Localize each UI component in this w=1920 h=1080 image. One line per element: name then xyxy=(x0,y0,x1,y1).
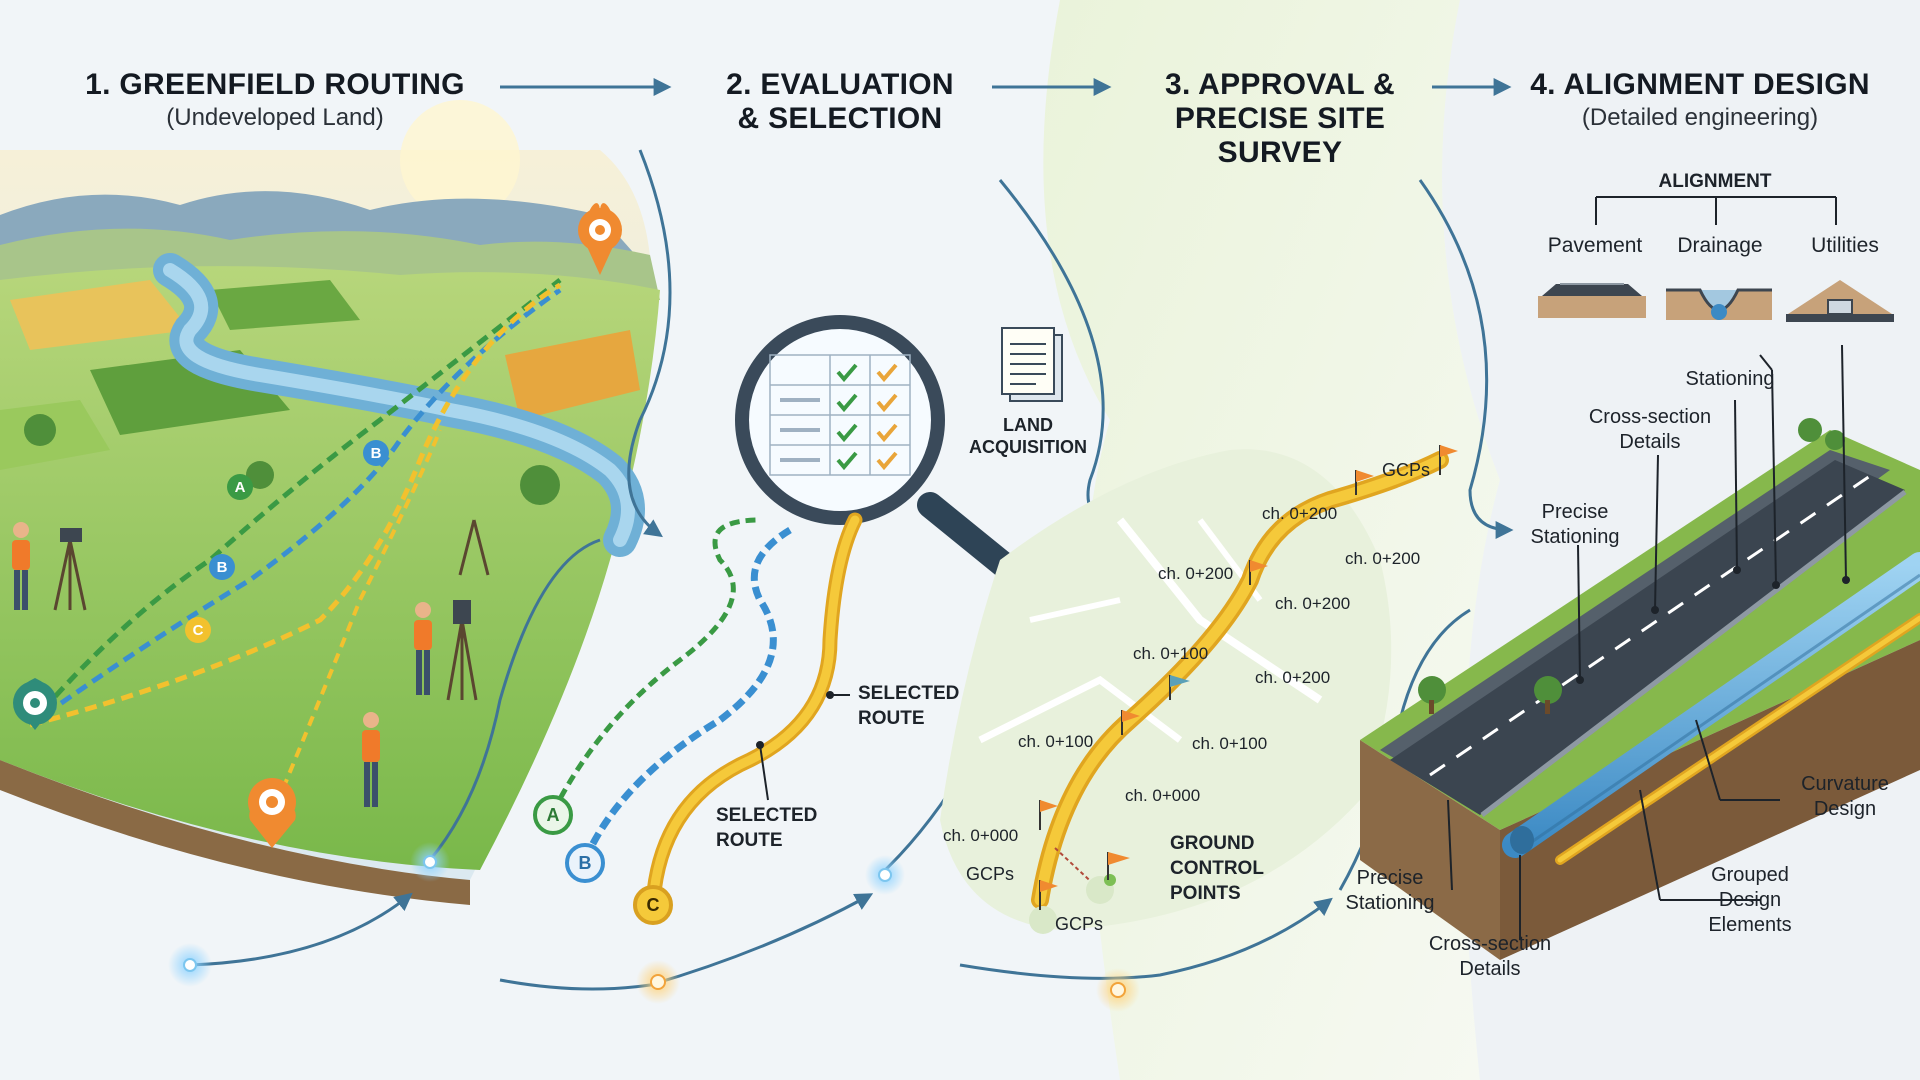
step1-title: 1. GREENFIELD ROUTING xyxy=(85,68,465,101)
step2-title-line1: 2. EVALUATION xyxy=(726,68,954,101)
location-pins-panel1 xyxy=(13,203,622,848)
chainage-label: ch. 0+200 xyxy=(1262,504,1338,523)
precise-stationing-top-line1: Precise xyxy=(1541,501,1609,523)
chainage-label: ch. 0+200 xyxy=(1255,668,1331,687)
grouped-line2: Design xyxy=(1718,889,1782,911)
route-markers-panel1 xyxy=(185,440,389,643)
curvature-line2: Design xyxy=(1813,798,1877,820)
step4-title: 4. ALIGNMENT DESIGN xyxy=(1530,68,1870,101)
selected-route-label-bottom-line2: ROUTE xyxy=(716,830,783,851)
step3-title-line1: 3. APPROVAL & xyxy=(1164,68,1396,101)
gcps-label-left: GCPs xyxy=(966,864,1015,884)
grouped-line1: Grouped xyxy=(1711,864,1789,886)
chainage-label: ch. 0+100 xyxy=(1018,732,1094,751)
pavement-label: Pavement xyxy=(1547,234,1643,257)
drainage-label: Drainage xyxy=(1677,234,1763,257)
selected-route-label-top-line2: ROUTE xyxy=(858,708,925,729)
stationing-label: Stationing xyxy=(1685,368,1775,390)
precise-stationing-bottom-line1: Precise xyxy=(1356,867,1424,889)
selected-route-label-top-line1: SELECTED xyxy=(858,683,960,704)
drainage-section-icon xyxy=(1666,288,1772,320)
grouped-line3: Elements xyxy=(1708,914,1792,936)
curvature-line1: Curvature xyxy=(1801,773,1889,795)
chainage-label: ch. 0+100 xyxy=(1192,734,1268,753)
chainage-label: ch. 0+200 xyxy=(1275,594,1351,613)
step1-subtitle: (Undeveloped Land) xyxy=(166,104,384,131)
route-marker-c: C xyxy=(192,622,204,639)
route-marker-a: A xyxy=(234,479,246,496)
cross-section-bottom-line2: Details xyxy=(1459,958,1521,980)
survey-flags xyxy=(1039,445,1458,910)
eval-marker-b: B xyxy=(578,853,592,873)
surveyors-panel1 xyxy=(12,519,490,807)
chainage-label: ch. 0+200 xyxy=(1158,564,1234,583)
ground-control-line1: GROUND xyxy=(1170,833,1255,854)
gcps-label-top: GCPs xyxy=(1382,460,1431,480)
ground-control-line3: POINTS xyxy=(1170,883,1241,904)
route-marker-b: B xyxy=(216,559,228,576)
land-acquisition-line1: LAND xyxy=(1003,415,1053,435)
chainage-label: ch. 0+000 xyxy=(1125,786,1201,805)
flow-arrows xyxy=(168,78,1514,1012)
ground-control-line2: CONTROL xyxy=(1170,858,1264,879)
cross-section-bottom-line1: Cross-section xyxy=(1428,933,1552,955)
step3-title-line2: PRECISE SITE SURVEY xyxy=(1174,102,1386,169)
utilities-section-icon xyxy=(1786,280,1894,322)
eval-marker-c: C xyxy=(646,895,660,915)
design-leader-lines xyxy=(1447,344,1850,940)
step2-title-line2: & SELECTION xyxy=(737,102,943,135)
magnifier-icon xyxy=(735,315,1023,583)
route-markers-panel2 xyxy=(533,795,673,925)
cross-section-top-line2: Details xyxy=(1619,431,1681,453)
precise-stationing-top-line2: Stationing xyxy=(1530,526,1620,548)
step4-subtitle: (Detailed engineering) xyxy=(1581,104,1819,131)
gcps-label-bottom: GCPs xyxy=(1055,914,1104,934)
route-marker-b2: B xyxy=(370,445,382,462)
greenfield-landscape xyxy=(0,100,660,905)
candidate-routes-panel1 xyxy=(28,278,562,821)
evaluation-routes xyxy=(550,512,863,911)
utilities-label: Utilities xyxy=(1811,234,1879,257)
document-icon xyxy=(1001,327,1063,402)
survey-map xyxy=(940,449,1449,934)
chainage-label: ch. 0+000 xyxy=(943,826,1019,845)
precise-stationing-bottom-line2: Stationing xyxy=(1345,892,1435,914)
eval-marker-a: A xyxy=(546,805,560,825)
alignment-header: ALIGNMENT xyxy=(1658,171,1772,192)
alignment-bracket xyxy=(1595,196,1837,225)
selected-route-label-bottom-line1: SELECTED xyxy=(716,805,818,826)
cross-section-top-line1: Cross-section xyxy=(1588,406,1712,428)
pavement-section-icon xyxy=(1538,283,1646,318)
chainage-label: ch. 0+200 xyxy=(1345,549,1421,568)
land-acquisition-line2: ACQUISITION xyxy=(968,437,1087,457)
chainage-label: ch. 0+100 xyxy=(1133,644,1209,663)
